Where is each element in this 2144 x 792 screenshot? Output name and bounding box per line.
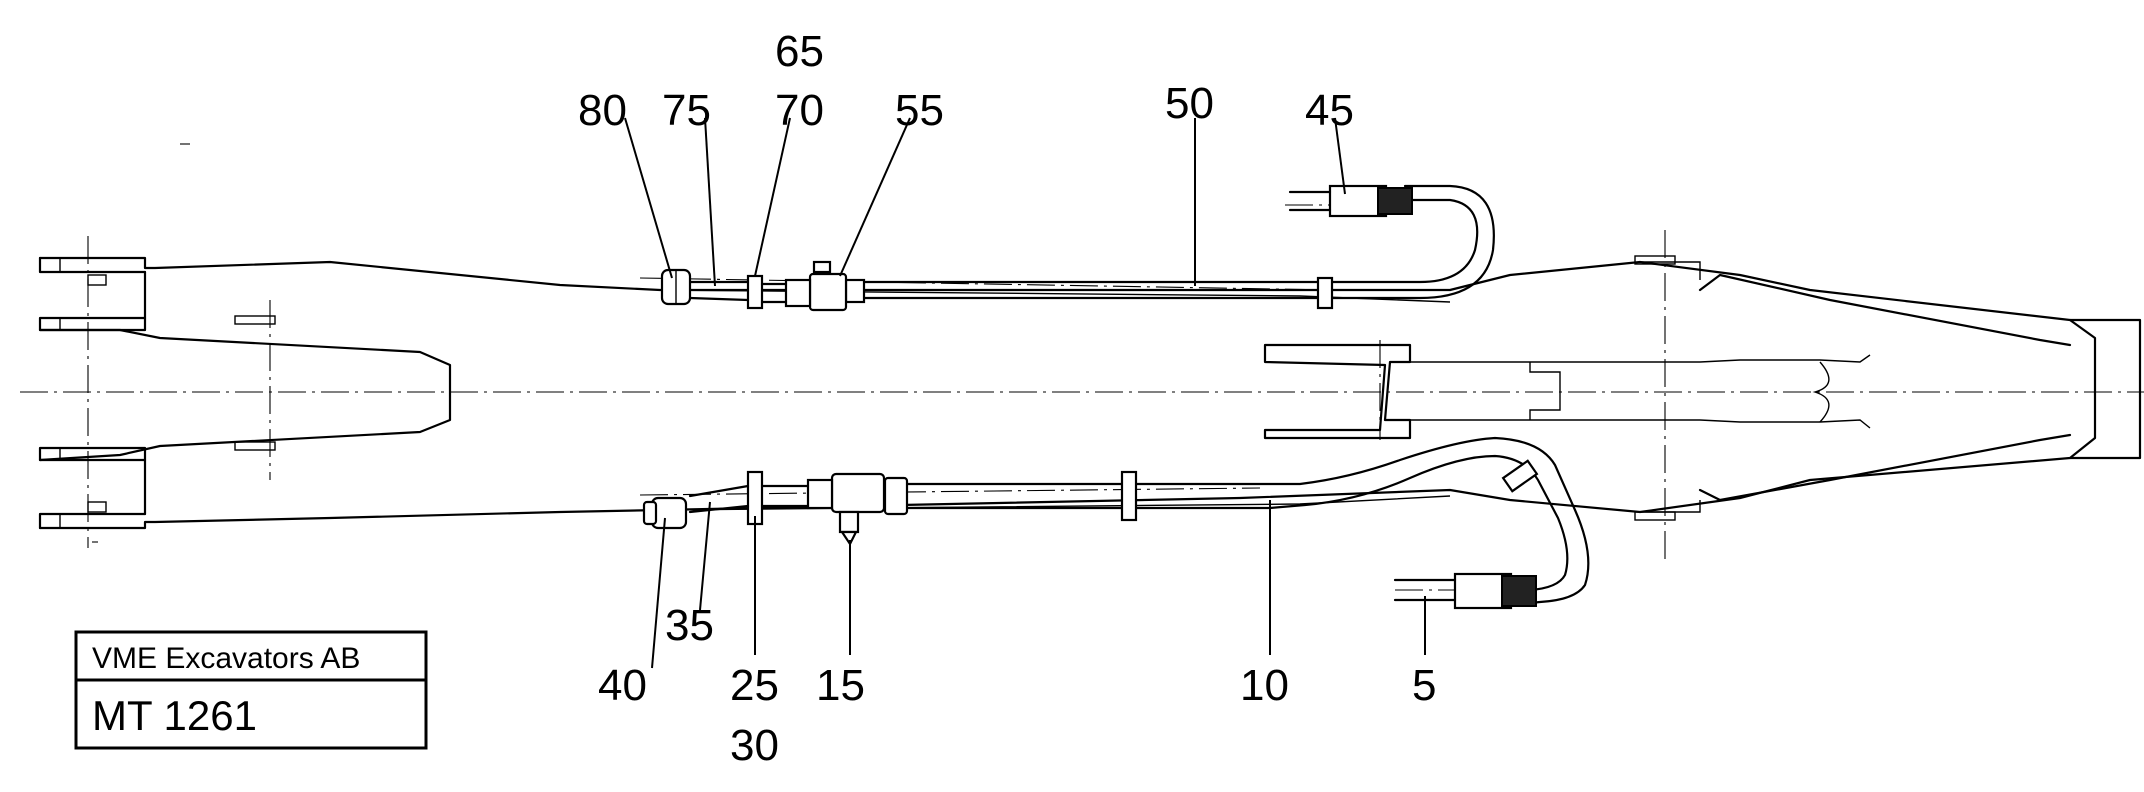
callout-55: 55	[895, 86, 944, 135]
bend-clamp	[1501, 459, 1539, 493]
hose-end-45	[1328, 184, 1388, 218]
lower-tube-clamp	[1120, 470, 1138, 522]
callout-30: 30	[730, 721, 779, 770]
leader-lines	[624, 117, 1426, 669]
tee-fitting-55	[808, 272, 848, 312]
callout-70: 70	[775, 86, 824, 135]
callouts: 80 75 65 70 55 50 45 40 35 25 30 15 10 5	[578, 27, 1436, 770]
drain-tip	[839, 530, 858, 547]
callout-35: 35	[665, 601, 714, 650]
company-name: VME Excavators AB	[92, 642, 360, 675]
upper-tube-clamp	[1316, 276, 1334, 310]
tee-drain	[838, 510, 860, 534]
center-lines	[20, 143, 2144, 591]
arm-body	[38, 255, 2142, 530]
title-block: VME Excavators AB MT 1261	[74, 630, 428, 750]
coupling-nut-55	[844, 278, 866, 304]
left-clevis	[38, 256, 276, 530]
callout-5: 5	[1412, 661, 1436, 710]
callout-10: 10	[1240, 661, 1289, 710]
hose-fitting-45	[1377, 187, 1413, 215]
lower-hydraulic-line	[642, 436, 1590, 610]
coupling-15-left	[806, 478, 834, 510]
upper-hydraulic-line	[660, 184, 1495, 312]
callout-15: 15	[816, 661, 865, 710]
coupling-15-right	[883, 476, 909, 516]
title-block-frame	[74, 630, 428, 750]
callout-45: 45	[1305, 86, 1354, 135]
callout-80: 80	[578, 86, 627, 135]
callout-75: 75	[662, 86, 711, 135]
tee-cap	[812, 260, 832, 274]
clamp-70	[746, 274, 764, 310]
hose-fitting-5	[1501, 575, 1537, 607]
callout-50: 50	[1165, 79, 1214, 128]
callout-65: 65	[775, 27, 824, 76]
callout-25: 25	[730, 661, 779, 710]
coupling-65	[784, 278, 812, 308]
tee-fitting-15	[830, 472, 886, 514]
connector-40-cap	[642, 500, 658, 526]
callout-40: 40	[598, 661, 647, 710]
drawing-code: MT 1261	[92, 692, 257, 739]
